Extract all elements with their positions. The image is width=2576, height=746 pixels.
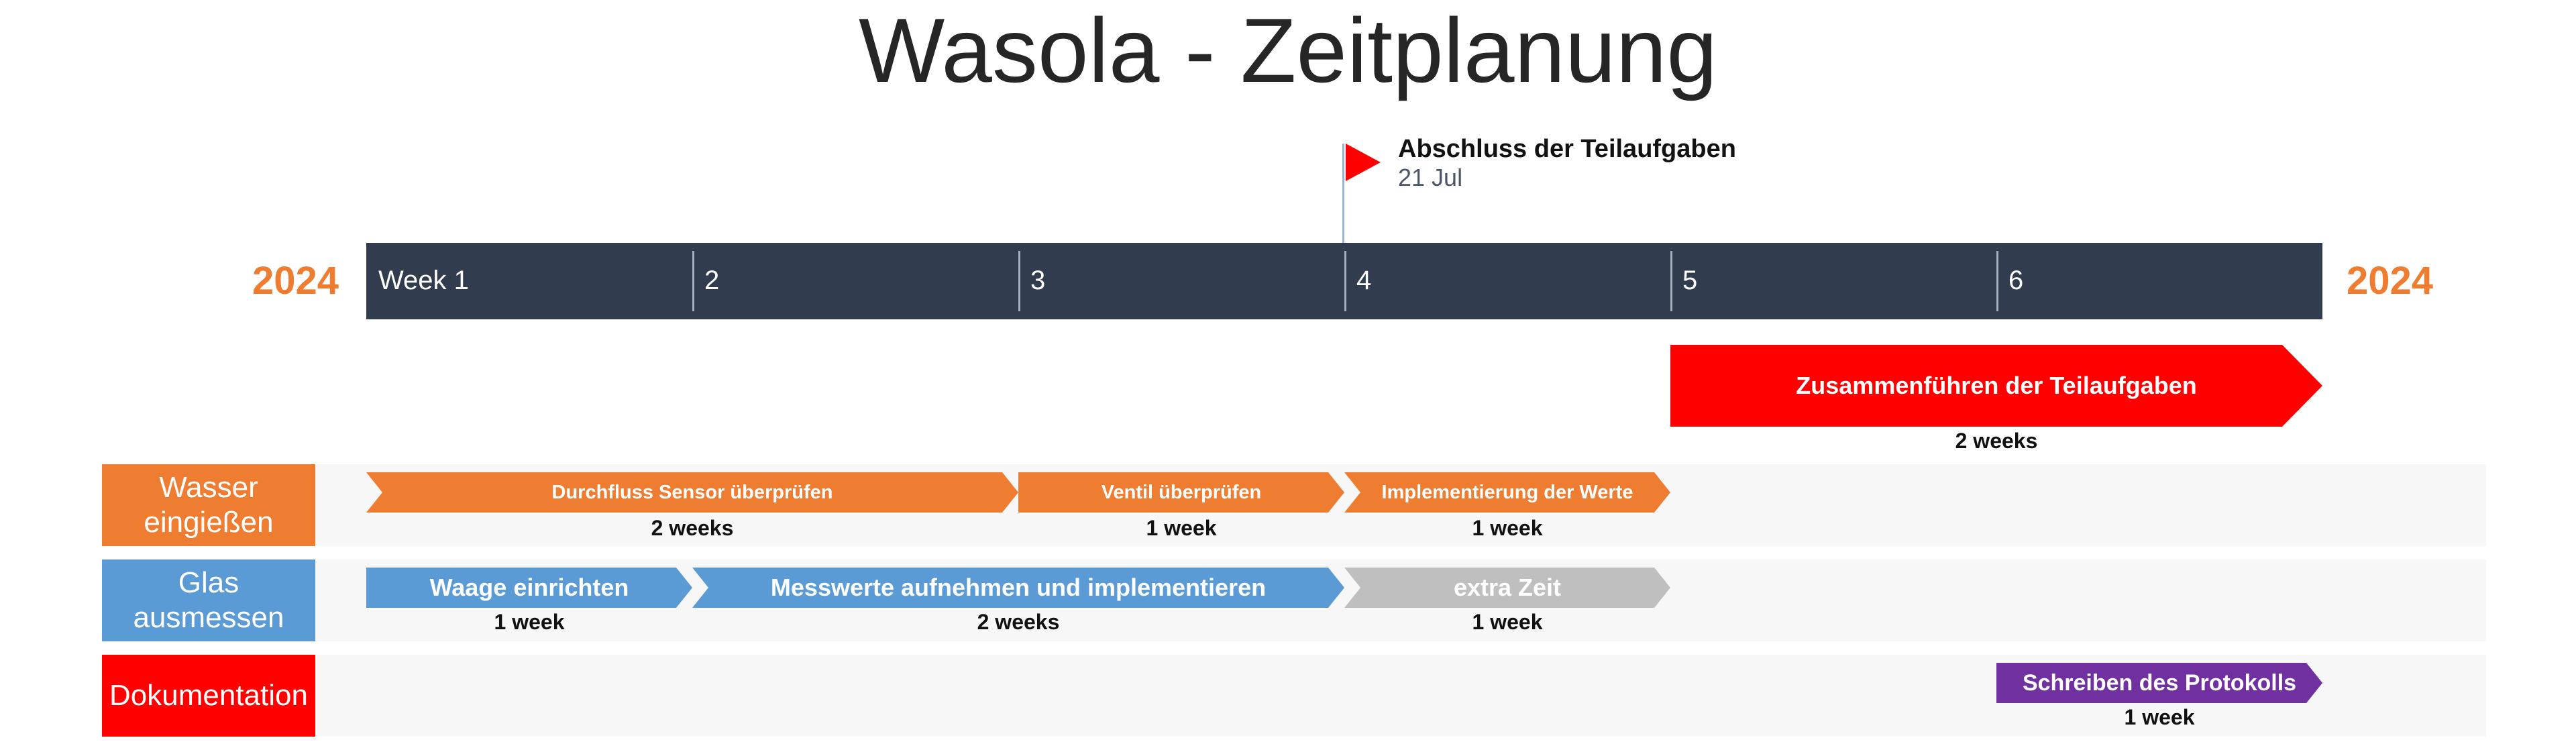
lane-label-wasser: Wasser eingießen <box>102 464 315 546</box>
week-label-6: 6 <box>2008 266 2024 295</box>
task-extra[interactable]: extra Zeit <box>1344 568 1670 608</box>
task-measure[interactable]: Messwerte aufnehmen und implementieren <box>692 568 1344 608</box>
year-label-start: 2024 <box>252 259 339 303</box>
task-flow-sensor[interactable]: Durchfluss Sensor überprüfen <box>366 472 1018 513</box>
milestone-date: 21 Jul <box>1398 164 1463 191</box>
year-label-end: 2024 <box>2347 259 2434 303</box>
week-label-5: 5 <box>1682 266 1698 295</box>
task-valve[interactable]: Ventil überprüfen <box>1018 472 1344 513</box>
week-label-1: Week 1 <box>378 266 469 295</box>
task-scale[interactable]: Waage einrichten <box>366 568 692 608</box>
flag-icon[interactable] <box>1346 144 1381 181</box>
lane-label-dokumentation: Dokumentation <box>102 655 315 737</box>
task-flow-sensor-duration: 2 weeks <box>651 516 734 540</box>
task-implement[interactable]: Implementierung der Werte <box>1344 472 1670 513</box>
task-implement-duration: 1 week <box>1472 516 1543 540</box>
task-extra-duration: 1 week <box>1472 610 1543 634</box>
week-label-3: 3 <box>1030 266 1046 295</box>
week-tick <box>692 251 694 311</box>
week-tick <box>1996 251 1998 311</box>
lane-label-glas: Glas ausmessen <box>102 560 315 641</box>
task-measure-duration: 2 weeks <box>977 610 1060 634</box>
task-measure-label: Messwerte aufnehmen und implementieren <box>770 574 1267 601</box>
task-protocol-label: Schreiben des Protokolls <box>2022 670 2297 696</box>
milestone-title: Abschluss der Teilaufgaben <box>1398 135 1736 163</box>
page-title: Wasola - Zeitplanung <box>858 0 1718 101</box>
milestone-line <box>1342 144 1344 313</box>
week-tick <box>1018 251 1020 311</box>
task-merge-label: Zusammenführen der Teilaufgaben <box>1796 372 2197 399</box>
week-tick <box>1670 251 1672 311</box>
task-protocol[interactable]: Schreiben des Protokolls <box>1996 663 2322 703</box>
week-tick <box>1344 251 1346 311</box>
task-protocol-duration: 1 week <box>2124 705 2195 729</box>
task-scale-duration: 1 week <box>494 610 565 634</box>
task-valve-duration: 1 week <box>1146 516 1217 540</box>
task-scale-label: Waage einrichten <box>429 574 629 601</box>
task-flow-sensor-label: Durchfluss Sensor überprüfen <box>551 481 833 503</box>
task-merge[interactable]: Zusammenführen der Teilaufgaben <box>1670 345 2322 427</box>
week-label-2: 2 <box>704 266 720 295</box>
task-valve-label: Ventil überprüfen <box>1101 481 1262 503</box>
task-merge-duration: 2 weeks <box>1955 429 2038 453</box>
task-implement-label: Implementierung der Werte <box>1381 481 1633 503</box>
timeline-bar: Week 1 2 3 4 5 6 <box>366 243 2322 319</box>
week-label-4: 4 <box>1356 266 1372 295</box>
task-extra-label: extra Zeit <box>1453 574 1562 601</box>
